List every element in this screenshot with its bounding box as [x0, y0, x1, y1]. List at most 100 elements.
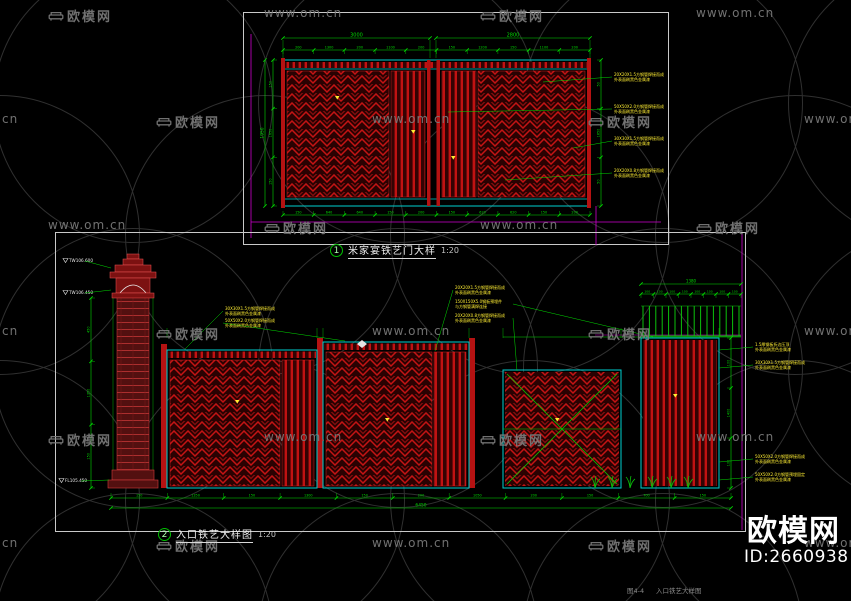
- svg-text:50: 50: [596, 180, 600, 184]
- svg-text:150: 150: [136, 494, 142, 498]
- svg-text:100: 100: [694, 290, 700, 294]
- svg-text:TW106.450: TW106.450: [68, 290, 93, 295]
- drawing1-scale: 1:20: [441, 246, 459, 255]
- svg-text:50X50X2.0方钢管焊接而成: 50X50X2.0方钢管焊接而成: [755, 453, 805, 459]
- svg-text:1050: 1050: [473, 494, 482, 498]
- svg-text:200: 200: [295, 46, 301, 50]
- watermark-brand: 欧模网: [696, 218, 760, 237]
- svg-text:100: 100: [707, 290, 713, 294]
- watermark-brand: 欧模网: [156, 536, 220, 555]
- svg-text:3000: 3000: [350, 33, 363, 39]
- svg-text:TW106.600: TW106.600: [68, 258, 93, 263]
- drawing2-number-badge: 2: [158, 528, 171, 541]
- watermark-url: www.om.cn: [48, 218, 127, 232]
- svg-text:200: 200: [530, 494, 536, 498]
- watermark-brand: 欧模网: [156, 112, 220, 131]
- svg-text:150: 150: [86, 453, 90, 459]
- svg-text:1850: 1850: [596, 129, 600, 138]
- svg-text:20X20X0.8方钢管焊接而成: 20X20X0.8方钢管焊接而成: [614, 167, 664, 173]
- svg-text:1650: 1650: [268, 129, 272, 138]
- sofa-icon: [588, 541, 604, 551]
- watermark-url: www.om.cn: [0, 112, 19, 126]
- svg-text:30X30X1.5方钢管焊接而成: 30X30X1.5方钢管焊接而成: [225, 305, 275, 311]
- watermark-url: www.om.cn: [480, 218, 559, 232]
- watermark-brand: 欧模网: [264, 218, 328, 237]
- svg-text:150: 150: [268, 81, 272, 87]
- sofa-icon: [696, 223, 712, 233]
- svg-text:620: 620: [510, 211, 516, 215]
- sofa-icon: [48, 435, 64, 445]
- site-logo: 欧模网: [747, 514, 840, 549]
- svg-text:1100: 1100: [386, 46, 395, 50]
- sofa-icon: [588, 329, 604, 339]
- sofa-icon: [156, 541, 172, 551]
- svg-text:150: 150: [361, 494, 367, 498]
- drawing1-caption: 1 米家宴铁艺门大样 1:20: [330, 242, 459, 259]
- svg-text:外表面刷黑色金属漆: 外表面刷黑色金属漆: [225, 310, 261, 316]
- drawing2-scale: 1:20: [258, 530, 276, 539]
- model-id: ID:2660938: [744, 547, 849, 567]
- watermark-brand: 欧模网: [588, 112, 652, 131]
- watermark-brand: 欧模网: [588, 324, 652, 343]
- svg-text:150: 150: [587, 494, 593, 498]
- svg-text:1950: 1950: [259, 127, 265, 138]
- drawing1-number-badge: 1: [330, 244, 343, 257]
- svg-text:100: 100: [644, 290, 650, 294]
- svg-text:20X20X1.5方钢管焊接而成: 20X20X1.5方钢管焊接而成: [614, 71, 664, 77]
- svg-text:FL105.450: FL105.450: [65, 478, 87, 483]
- svg-text:100: 100: [669, 290, 675, 294]
- svg-text:640: 640: [357, 211, 363, 215]
- svg-text:外表面刷黑色金属漆: 外表面刷黑色金属漆: [755, 476, 791, 482]
- watermark-brand: 欧模网: [480, 430, 544, 449]
- sofa-icon: [264, 223, 280, 233]
- svg-text:640: 640: [326, 211, 332, 215]
- svg-text:1300: 1300: [325, 46, 334, 50]
- svg-text:100: 100: [732, 290, 738, 294]
- watermark-url: www.om.cn: [696, 6, 775, 20]
- watermark-url: www.om.cn: [372, 324, 451, 338]
- svg-text:620: 620: [479, 211, 485, 215]
- svg-text:1.5厚钢板折边压顶: 1.5厚钢板折边压顶: [755, 341, 789, 347]
- svg-text:150: 150: [541, 211, 547, 215]
- svg-text:100: 100: [682, 290, 688, 294]
- svg-text:150: 150: [387, 211, 393, 215]
- watermark-url: www.om.cn: [0, 536, 19, 550]
- svg-text:1200: 1200: [478, 46, 487, 50]
- sofa-icon: [480, 11, 496, 21]
- svg-text:50: 50: [596, 82, 600, 86]
- svg-text:50X50X2.0方钢管焊接而成: 50X50X2.0方钢管焊接而成: [225, 317, 275, 323]
- sofa-icon: [156, 329, 172, 339]
- drawing2-caption: 2 入口铁艺大样图 1:20: [158, 526, 276, 543]
- svg-text:50X50X2.0方钢管预埋固定: 50X50X2.0方钢管预埋固定: [755, 471, 805, 477]
- sofa-icon: [480, 435, 496, 445]
- watermark-brand: 欧模网: [480, 6, 544, 25]
- svg-text:30X30X1.5方钢管焊接而成: 30X30X1.5方钢管焊接而成: [614, 135, 664, 141]
- svg-text:150: 150: [449, 46, 455, 50]
- watermark-brand: 欧模网: [156, 324, 220, 343]
- sofa-icon: [588, 117, 604, 127]
- svg-text:150: 150: [449, 211, 455, 215]
- svg-text:外表面刷黑色金属漆: 外表面刷黑色金属漆: [225, 322, 261, 328]
- svg-text:1350: 1350: [86, 389, 90, 398]
- svg-text:200: 200: [418, 211, 424, 215]
- watermark-url: www.om.cn: [804, 536, 851, 550]
- svg-text:外表面刷黑色金属漆: 外表面刷黑色金属漆: [755, 346, 791, 352]
- watermark-brand: 欧模网: [48, 6, 112, 25]
- svg-text:1380: 1380: [686, 279, 697, 284]
- watermark-url: www.om.cn: [372, 112, 451, 126]
- svg-text:100: 100: [726, 360, 730, 366]
- svg-text:外表面刷黑色金属漆: 外表面刷黑色金属漆: [614, 108, 650, 114]
- svg-text:外表面刷黑色金属漆: 外表面刷黑色金属漆: [455, 289, 491, 295]
- svg-text:外表面刷黑色金属漆: 外表面刷黑色金属漆: [755, 458, 791, 464]
- sofa-icon: [48, 11, 64, 21]
- svg-text:200: 200: [571, 46, 577, 50]
- svg-text:外表面刷黑色金属漆: 外表面刷黑色金属漆: [614, 172, 650, 178]
- svg-text:1100: 1100: [540, 46, 549, 50]
- svg-text:20X20X0.8方钢管焊接而成: 20X20X0.8方钢管焊接而成: [455, 312, 505, 318]
- watermark-brand: 欧模网: [48, 430, 112, 449]
- sheet-note-2: 入口铁艺大样图: [656, 587, 702, 595]
- watermark-url: www.om.cn: [804, 324, 851, 338]
- svg-text:外表面刷黑色金属漆: 外表面刷黑色金属漆: [614, 140, 650, 146]
